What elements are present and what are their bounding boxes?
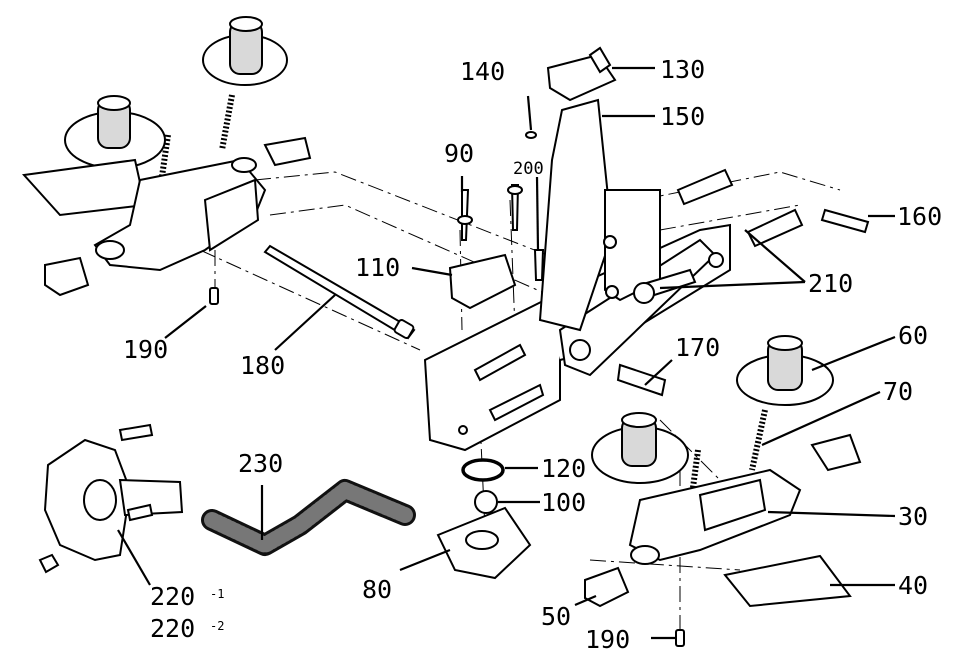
label-220-1: 220 [150,582,195,611]
cover-plate-left [21,158,147,217]
lower-right-actuator-assembly [584,335,862,647]
label-60: 60 [898,321,928,350]
spring-70 [749,409,768,471]
label-190-left: 190 [123,335,168,364]
label-90: 90 [444,139,474,168]
label-190-right: 190 [585,625,630,654]
label-160: 160 [897,202,942,231]
label-110: 110 [355,253,400,282]
cover-plate-40 [723,554,852,608]
bracket-left [93,158,267,272]
pedal-150 [538,98,614,332]
label-180: 180 [240,351,285,380]
o-ring-120 [461,458,505,482]
anchor-210-b [676,168,734,206]
nut [38,553,60,574]
callout-labels: 130 140 150 90 200 160 110 210 190 180 6… [123,55,942,654]
block-110 [448,253,517,310]
label-80: 80 [362,575,392,604]
ball-100 [474,490,498,514]
leader-lines [117,66,896,640]
label-200: 200 [513,159,544,179]
pin-170 [616,363,667,397]
label-70: 70 [883,377,913,406]
main-frame-assembly [423,46,870,452]
label-220-2-suffix: -2 [210,619,224,633]
lower-left-valve-assembly [38,423,532,580]
clip-50 [584,566,630,608]
label-40: 40 [898,571,928,600]
label-230: 230 [238,449,283,478]
clip-right [810,433,862,472]
pin-190-right [675,629,685,647]
shaft-180 [263,244,416,340]
spring-upper [219,94,235,151]
label-140: 140 [460,57,505,86]
label-50: 50 [541,602,571,631]
main-frame [423,298,561,452]
label-130: 130 [660,55,705,84]
label-210: 210 [808,269,853,298]
pin-190-left [209,287,219,305]
label-30: 30 [898,502,928,531]
bolt-upper [118,423,154,442]
label-170: 170 [675,333,720,362]
clip-upper [263,136,312,167]
anchor-210-c [746,208,804,248]
label-150: 150 [660,102,705,131]
label-100: 100 [541,488,586,517]
clip-left [44,256,90,297]
label-220-2: 220 [150,614,195,643]
clip-140 [525,131,537,139]
label-120: 120 [541,454,586,483]
label-220-1-suffix: -1 [210,587,224,601]
pin-160 [820,208,870,234]
pin-200 [533,249,545,281]
upper-left-actuator-assembly [21,16,312,305]
